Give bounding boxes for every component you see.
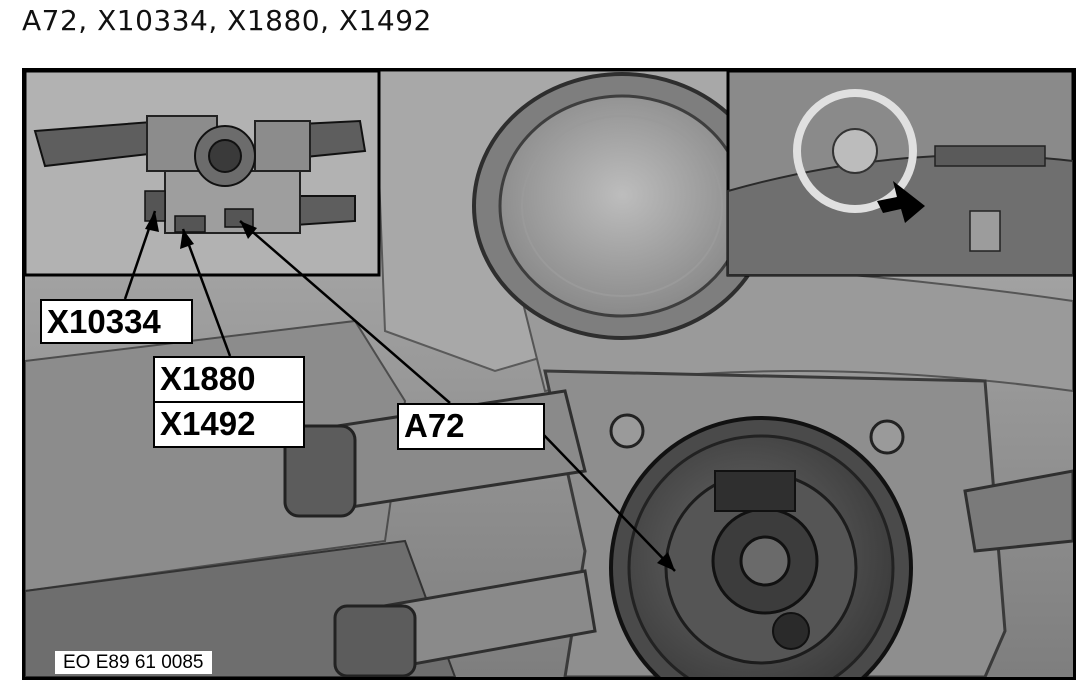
clock-spring-nut (739, 535, 791, 587)
left-stalk-knob (283, 424, 357, 518)
inset-connector-x1880 (174, 215, 206, 233)
gauge-face (498, 94, 746, 318)
bolt-left (609, 413, 645, 449)
figure-reference: EO E89 61 0085 (55, 651, 212, 674)
callout-label-x1492: X1492 (153, 401, 305, 448)
overview-pointer-arrow (877, 181, 925, 223)
right-stalk (963, 469, 1073, 553)
inset-housing-right (254, 120, 311, 172)
lower-stalk-knob (333, 604, 417, 677)
clock-spring-connector (714, 470, 796, 512)
inset-hub-inner (208, 139, 242, 173)
callout-label-x1880: X1880 (153, 356, 305, 403)
leader-x1880-arrowhead (180, 229, 194, 249)
leader-x10334-arrowhead (145, 211, 159, 232)
leader-a72-clockspring-arrowhead (657, 552, 675, 571)
illustration-frame: X10334 X1880 X1492 A72 EO E89 61 0085 (22, 68, 1076, 680)
overview-steering-wheel (793, 89, 917, 213)
inset-vehicle-overview (726, 71, 1073, 277)
overview-gear-selector (969, 210, 1001, 252)
leader-a72-inset-arrowhead (240, 221, 257, 239)
callout-label-a72: A72 (397, 403, 545, 450)
bolt-right (869, 419, 905, 455)
inset-connector-a72 (224, 208, 254, 228)
overview-steering-hub (832, 128, 878, 174)
dashboard-illustration (25, 71, 1073, 677)
gauge-inner-ring (521, 115, 723, 297)
leader-a72-clockspring (539, 430, 676, 572)
figure-caption: A72, X10334, X1880, X1492 (22, 4, 432, 37)
inset-switch-cluster (25, 71, 381, 277)
clock-spring-pin (772, 612, 810, 650)
overview-console-buttons (934, 145, 1046, 167)
leader-a72-inset (239, 220, 451, 404)
leader-x1880 (181, 228, 232, 357)
callout-label-x10334: X10334 (40, 299, 193, 344)
